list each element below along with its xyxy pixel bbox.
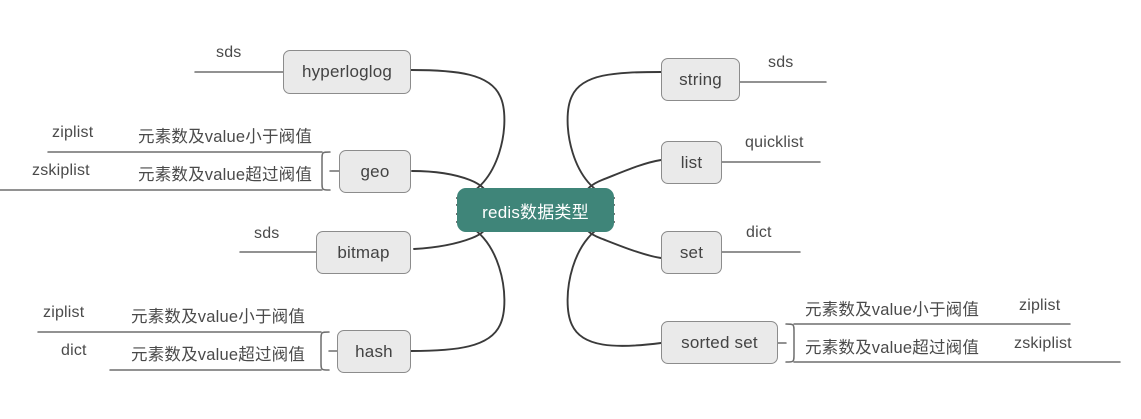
edge-center-hyperloglog	[410, 69, 506, 199]
leaf-string-sds: sds	[768, 54, 794, 71]
central-node-label: redis数据类型	[482, 202, 589, 222]
node-list[interactable]: list	[661, 141, 722, 184]
node-set[interactable]: set	[661, 231, 722, 274]
leaf-list-quicklist: quicklist	[745, 134, 804, 151]
node-list-label: list	[680, 152, 703, 172]
edge-sortedset-bracket-curve	[785, 323, 795, 363]
leaf-bitmap-sds: sds	[254, 225, 280, 242]
node-string-label: string	[679, 69, 722, 89]
leaf-set-dict: dict	[746, 224, 772, 241]
central-node[interactable]: redis数据类型	[457, 188, 614, 232]
node-hash[interactable]: hash	[337, 330, 411, 373]
leaf-geo-lower-condition: 元素数及value超过阀值	[138, 166, 313, 184]
leaf-hash-lower-structure: dict	[61, 342, 87, 359]
leaf-geo-upper-structure: ziplist	[52, 124, 94, 141]
node-geo-label: geo	[360, 161, 390, 181]
leaf-hash-lower-condition: 元素数及value超过阀值	[131, 346, 306, 364]
node-sorted-set-label: sorted set	[681, 332, 758, 352]
edge-center-hash	[410, 221, 506, 352]
edge-hash-bracket-curve	[320, 331, 330, 371]
leaf-hash-upper-structure: ziplist	[43, 304, 85, 321]
node-string[interactable]: string	[661, 58, 740, 101]
leaf-sorted-set-lower-condition: 元素数及value超过阀值	[805, 339, 980, 357]
node-set-label: set	[679, 242, 704, 262]
node-bitmap-label: bitmap	[337, 242, 390, 262]
edge-geo-bracket-curve	[321, 151, 331, 191]
leaf-sorted-set-upper-condition: 元素数及value小于阀值	[805, 301, 980, 319]
node-bitmap[interactable]: bitmap	[316, 231, 411, 274]
node-hyperloglog[interactable]: hyperloglog	[283, 50, 411, 94]
node-geo[interactable]: geo	[339, 150, 411, 193]
leaf-sorted-set-lower-structure: zskiplist	[1014, 335, 1072, 352]
leaf-hash-upper-condition: 元素数及value小于阀值	[131, 308, 306, 326]
leaf-geo-upper-condition: 元素数及value小于阀值	[138, 128, 313, 146]
edge-center-string	[566, 71, 662, 199]
leaf-geo-lower-structure: zskiplist	[32, 162, 90, 179]
node-hash-label: hash	[355, 341, 393, 361]
node-hyperloglog-label: hyperloglog	[301, 62, 393, 81]
edge-center-sortedset	[566, 221, 662, 347]
leaf-hyperloglog-sds: sds	[216, 44, 242, 61]
node-sorted-set[interactable]: sorted set	[661, 321, 778, 364]
leaf-sorted-set-upper-structure: ziplist	[1019, 297, 1061, 314]
